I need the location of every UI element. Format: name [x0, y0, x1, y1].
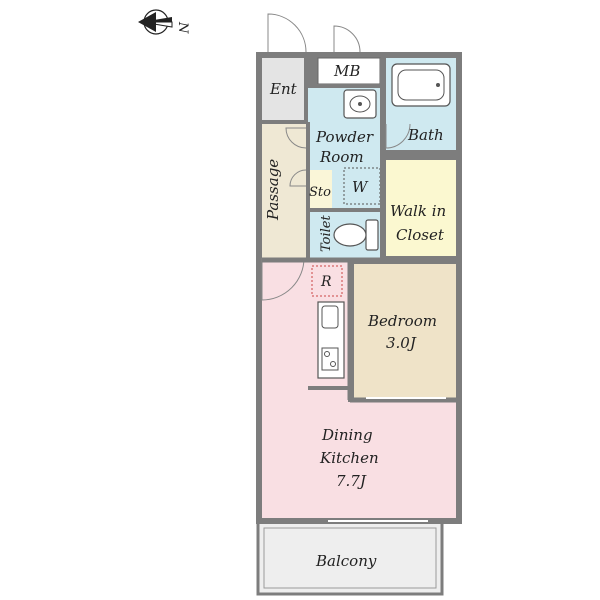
mb-label: MB: [333, 62, 360, 80]
washbasin-icon: [343, 89, 377, 119]
dining-kitchen-size-label: 7.7J: [336, 472, 367, 490]
toilet-label: Toilet: [319, 215, 334, 252]
passage-label: Passage: [264, 159, 282, 221]
kitchen-counter-icon: [317, 301, 345, 379]
bathtub-icon: [391, 63, 451, 107]
bedroom-label: Bedroom: [367, 312, 437, 330]
sto-area: [306, 170, 332, 212]
w-label: W: [352, 178, 369, 196]
entrance-doors: [267, 13, 361, 53]
bath-label: Bath: [407, 126, 444, 144]
balcony-area: [256, 520, 444, 596]
powder-room-label-2: Room: [319, 148, 364, 166]
dining-label: Dining: [321, 426, 373, 444]
r-label: R: [320, 274, 332, 290]
walk-in-closet-area: [386, 160, 456, 256]
dining-kitchen-area: [262, 262, 456, 518]
compass-label: N: [175, 21, 190, 34]
north-arrow-icon: N: [138, 9, 190, 35]
refrigerator-space: [311, 265, 343, 297]
bedroom-area: [354, 264, 456, 398]
ent-area: [262, 58, 308, 120]
interior-doors: [261, 123, 411, 301]
kitchen-label: Kitchen: [319, 449, 379, 467]
walk-in-closet-label-1: Walk in: [390, 202, 446, 220]
sto-label: Sto: [309, 185, 331, 200]
toilet-icon: [333, 219, 379, 251]
bedroom-size-label: 3.0J: [386, 334, 417, 352]
walk-in-closet-label-2: Closet: [396, 226, 445, 244]
powder-room-label-1: Powder: [315, 128, 374, 146]
interior-walls: [262, 58, 458, 403]
balcony-label: Balcony: [315, 552, 377, 570]
windows: [328, 397, 446, 522]
ent-label: Ent: [269, 80, 298, 98]
